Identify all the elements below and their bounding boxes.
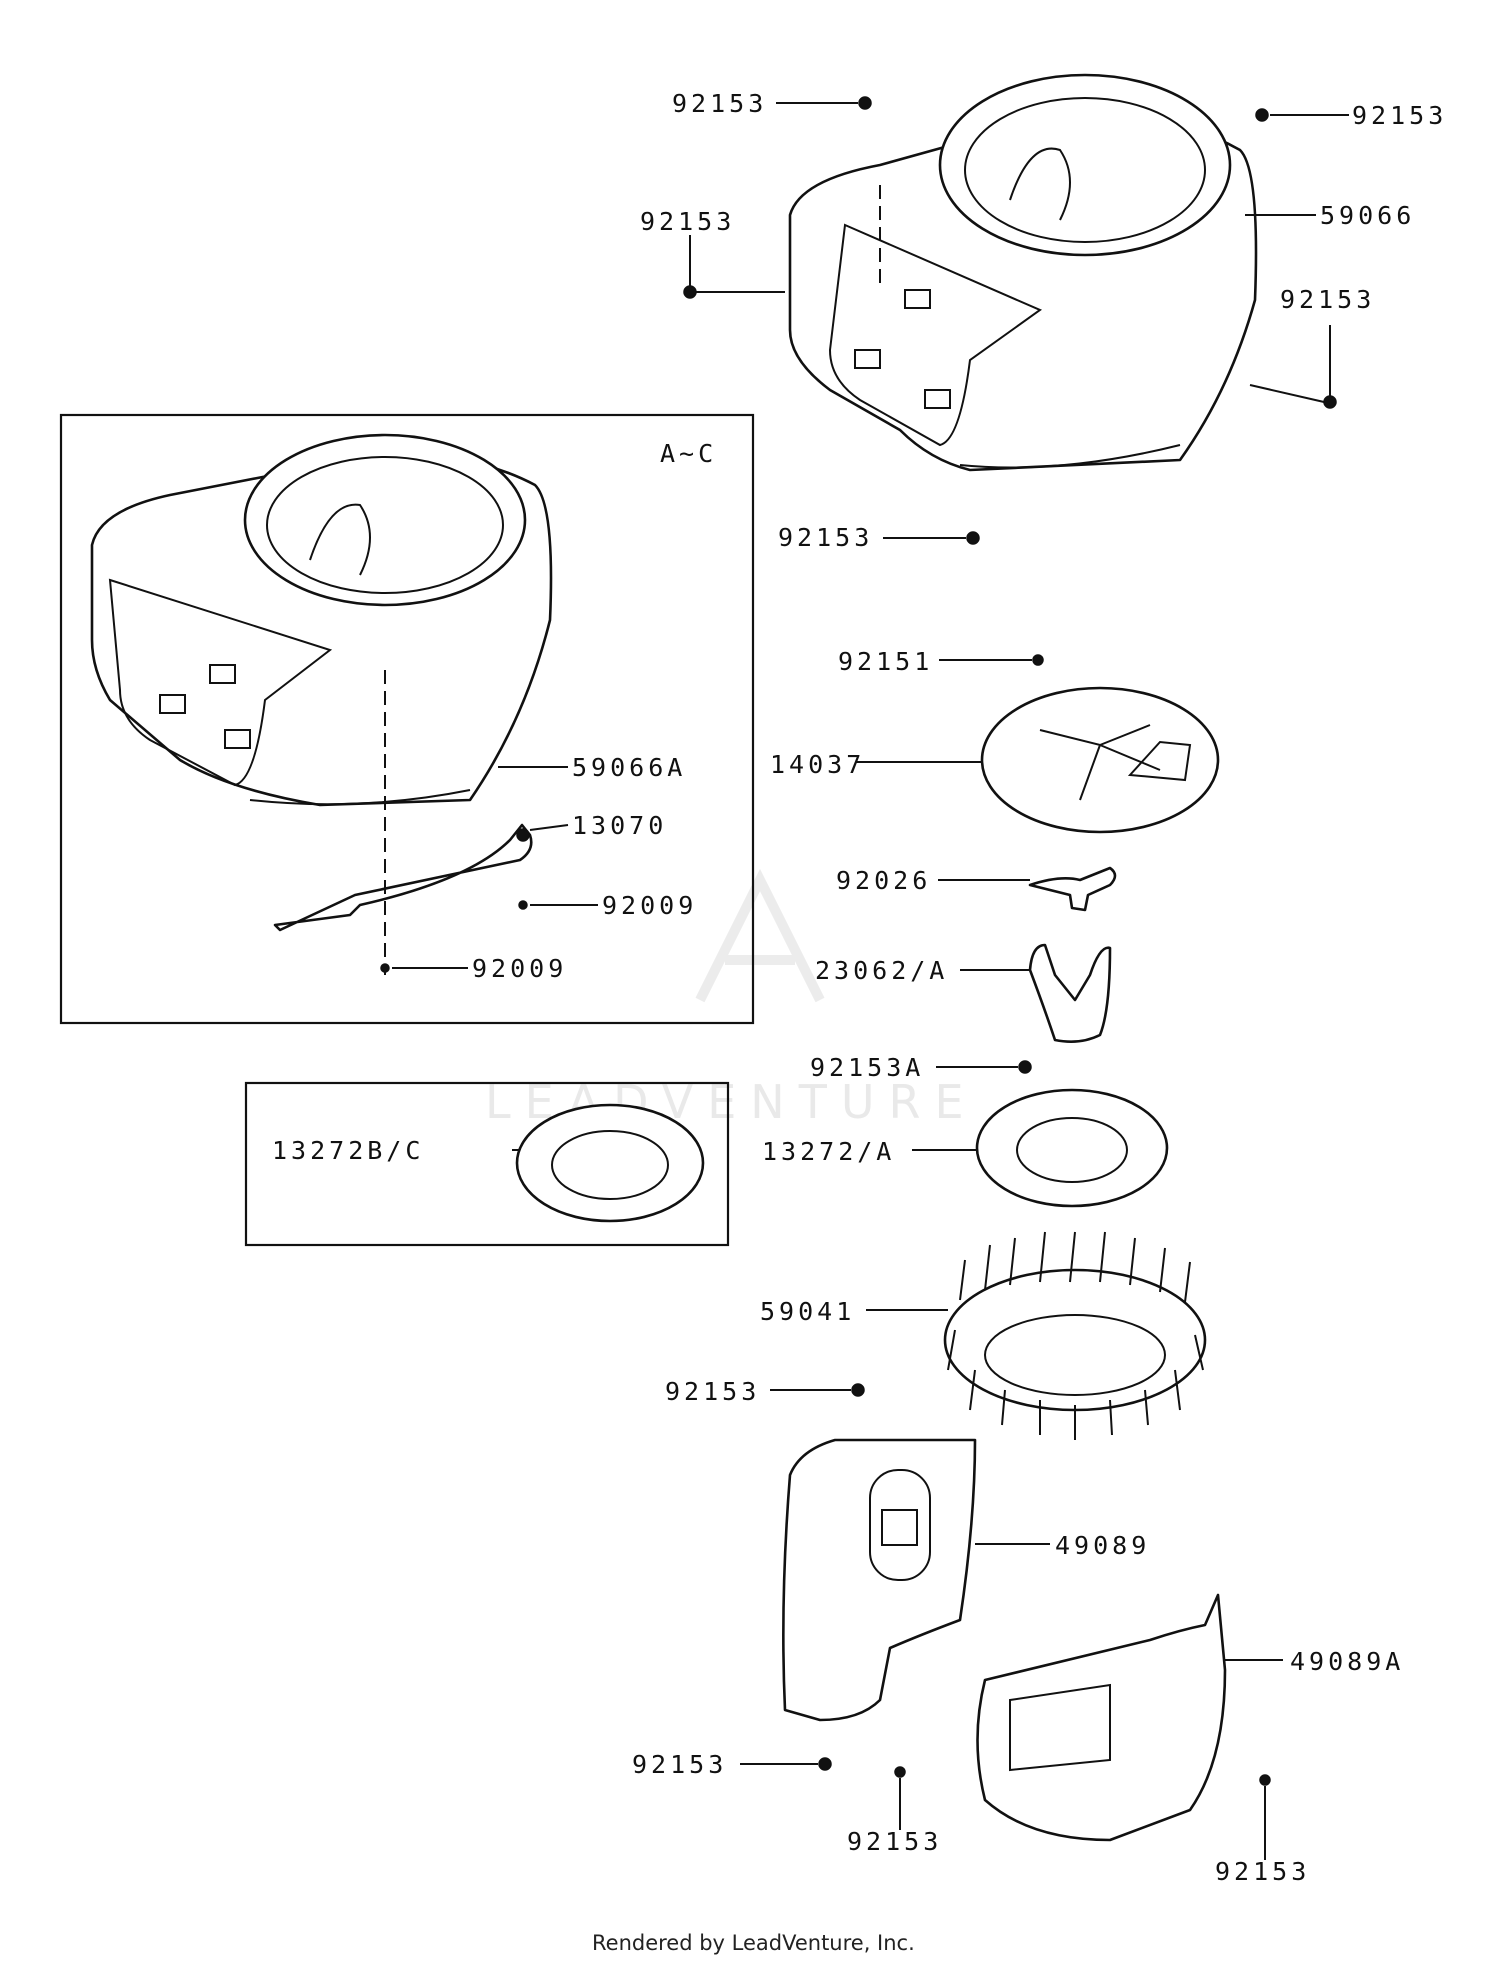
blower-housing-59066A [90, 433, 553, 807]
label-23062A: 23062/A [815, 956, 948, 985]
label-59066A: 59066A [572, 753, 686, 782]
label-14037: 14037 [770, 750, 865, 779]
blower-housing-59066 [788, 73, 1258, 472]
label-92153-left: 92153 [640, 207, 735, 236]
fastener-92153-g [818, 1757, 832, 1771]
fastener-92153-i [1259, 1774, 1271, 1786]
fastener-92153-f [851, 1383, 865, 1397]
label-92153-top-left: 92153 [672, 89, 767, 118]
label-92026: 92026 [836, 866, 931, 895]
label-92153-cover-bottom: 92153 [632, 1750, 727, 1779]
fastener-92009-a [518, 900, 528, 910]
fastener-13070 [516, 828, 530, 842]
variant-box-a-c [59, 413, 755, 1025]
label-92151: 92151 [838, 647, 933, 676]
label-49089A: 49089A [1290, 1647, 1404, 1676]
label-92153-right: 92153 [1280, 285, 1375, 314]
label-92153-bottom: 92153 [778, 523, 873, 552]
cover-49089A [976, 1593, 1227, 1842]
cover-49089 [782, 1438, 977, 1722]
fasteners [380, 96, 1337, 1786]
plate-13272A [975, 1088, 1169, 1208]
fastener-92151 [1032, 654, 1044, 666]
baffle-13070 [273, 823, 533, 932]
variant-box-13272bc [244, 1081, 730, 1247]
label-92153-top-right: 92153 [1352, 101, 1447, 130]
fastener-92153-b [1255, 108, 1269, 122]
fastener-92153-d [1323, 395, 1337, 409]
label-92153A: 92153A [810, 1053, 924, 1082]
label-92153-lower-right: 92153 [1215, 1857, 1310, 1886]
variant-box-label: A~C [660, 439, 717, 468]
spider-92026 [1028, 866, 1117, 912]
label-59041: 59041 [760, 1297, 855, 1326]
leadventure-watermark: LEADVENTURE [485, 868, 964, 1129]
label-59066: 59066 [1320, 201, 1415, 230]
label-13272BC: 13272B/C [272, 1136, 424, 1165]
label-49089: 49089 [1055, 1531, 1150, 1560]
part-labels: 92153 92153 59066 92153 92153 92153 9215… [272, 89, 1447, 1886]
fan-59041 [943, 1231, 1207, 1440]
fastener-92153-e [966, 531, 980, 545]
footer-credit: Rendered by LeadVenture, Inc. [592, 1931, 915, 1955]
label-92009-bottom: 92009 [472, 954, 567, 983]
leader-lines [392, 102, 1349, 1860]
label-13070: 13070 [572, 811, 667, 840]
label-92153-lower-left: 92153 [847, 1827, 942, 1856]
label-13272A: 13272/A [762, 1137, 895, 1166]
fastener-92153A [1018, 1060, 1032, 1074]
guide-23062A [1028, 943, 1112, 1043]
fastener-92009-b [380, 963, 390, 973]
screen-14037 [980, 686, 1220, 834]
fastener-92153-a [858, 96, 872, 110]
label-92009-right: 92009 [602, 891, 697, 920]
fastener-92153-h [894, 1766, 906, 1778]
plate-13272BC [515, 1103, 705, 1223]
label-92153-cover-top: 92153 [665, 1377, 760, 1406]
